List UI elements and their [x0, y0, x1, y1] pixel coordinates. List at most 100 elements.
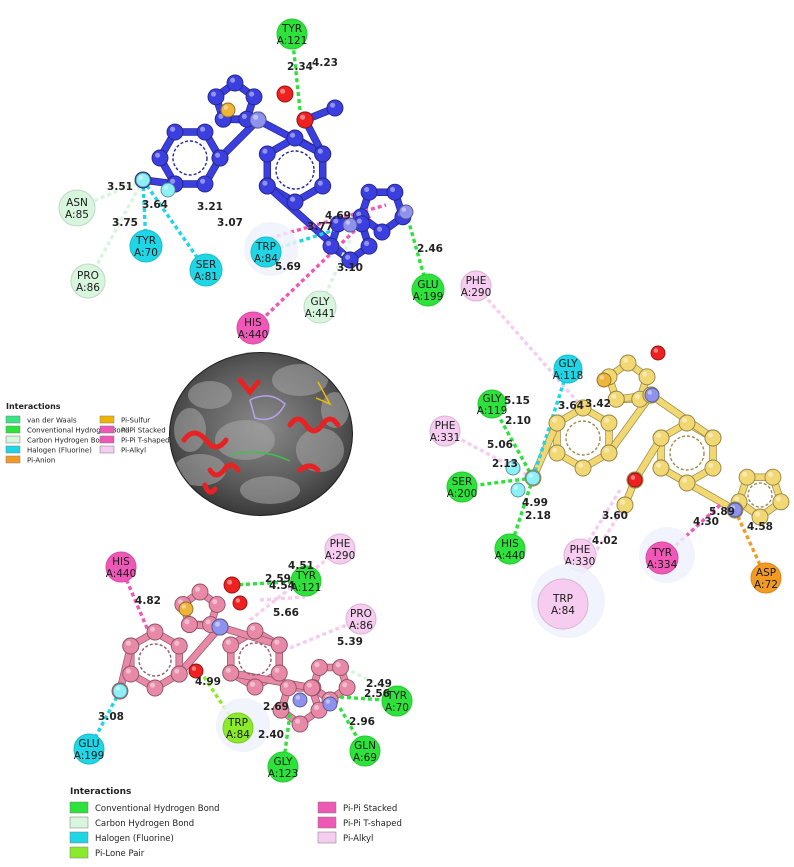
d2-residue-residue-name: HIS	[501, 538, 519, 550]
d1-residue-bubble	[411, 273, 445, 307]
blue-ligand-atom-highlight	[230, 77, 236, 83]
yellow-ligand-aromatic-ring	[747, 482, 773, 508]
d2-residue-residue-chain: A:331	[430, 432, 461, 444]
yellow-ligand-aromatic-ring	[565, 420, 601, 456]
legend-swatch	[99, 445, 115, 454]
yellow-ligand-atom-highlight	[682, 477, 688, 483]
blue-ligand-atom-highlight	[138, 175, 144, 180]
pink-ligand-atom	[322, 696, 338, 712]
distance-label: 3.42	[585, 398, 611, 410]
distance-label: 3.77	[307, 221, 333, 233]
yellow-ligand-atom-highlight	[775, 496, 782, 502]
d1-residue-residue-chain: A:441	[305, 308, 336, 320]
distance-label: 5.89	[709, 506, 735, 518]
d1-residue-residue-chain: A:85	[65, 209, 89, 221]
legend-label: Pi-Anion	[27, 457, 55, 465]
blue-ligand-atom-highlight	[200, 126, 206, 132]
blue-ligand-bond	[217, 117, 261, 161]
protein-surface-lobe	[296, 428, 344, 472]
d1-residue-bubble	[303, 290, 337, 324]
d2-residue-bubble	[645, 541, 679, 575]
ligand-pocket-outline	[249, 395, 286, 421]
d3-residue-residue-name: TYR	[386, 690, 407, 702]
distance-label: 4.99	[195, 676, 221, 688]
d2-residue-bubble	[494, 533, 526, 565]
blue-ligand-atom-highlight	[364, 186, 370, 192]
d2-interaction-line	[508, 477, 535, 550]
d1-interaction-line	[251, 214, 372, 330]
pink-ligand-atom-highlight	[227, 579, 233, 585]
pink-ligand-bond	[176, 624, 223, 677]
yellow-ligand-atom-highlight	[642, 371, 648, 377]
distance-label: 4.02	[592, 535, 618, 547]
legend-label: Carbon Hydrogen Bond	[27, 437, 109, 445]
blue-ligand-atom	[296, 111, 314, 129]
yellow-ligand-atom-highlight	[653, 348, 659, 353]
d2-residue-bubble	[537, 578, 589, 630]
yellow-ligand-atom-highlight	[552, 447, 558, 453]
pink-ligand-atom-highlight	[205, 619, 211, 625]
d3-residue-residue-name: GLN	[354, 740, 376, 752]
distance-label: 2.56	[364, 688, 390, 700]
ligand-atoms-layer	[111, 74, 790, 733]
legend-swatch	[99, 425, 115, 434]
blue-ligand-atom	[276, 85, 294, 103]
blue-ligand-atom-highlight	[211, 91, 217, 97]
residue-bubbles-layer: TYRA:121ASNA:85TYRA:70PROA:86SERA:81TRPA…	[58, 18, 782, 783]
yellow-ligand-atom-highlight	[767, 471, 774, 477]
blue-ligand-atom	[360, 237, 378, 255]
yellow-ligand-atom-highlight	[604, 417, 610, 423]
yellow-ligand-atom-highlight	[656, 462, 662, 468]
d1-residue-residue-name: HIS	[244, 317, 262, 329]
pink-ligand-atom	[232, 595, 248, 611]
d1-residue-residue-chain: A:81	[194, 271, 218, 283]
d3-residue-residue-chain: A:123	[268, 768, 299, 780]
distance-label: 3.75	[112, 217, 138, 229]
blue-ligand-atom	[258, 177, 276, 195]
yellow-ligand-atom	[596, 372, 612, 388]
pink-ligand-atom	[208, 595, 226, 613]
d2-residue-residue-name: ASP	[756, 567, 776, 579]
blue-ligand-atom	[166, 123, 184, 141]
d3-residue-residue-chain: A:121	[291, 582, 322, 594]
legend-bottom-label: Halogen (Fluorine)	[95, 834, 174, 844]
pink-ligand-atom	[146, 623, 164, 641]
distance-label: 3.60	[602, 510, 628, 522]
yellow-ligand-atom	[704, 429, 722, 447]
d3-residue-residue-name: GLY	[273, 756, 293, 768]
legend-bottom-swatch	[317, 816, 337, 829]
blue-ligand-atom-highlight	[170, 178, 176, 184]
yellow-ligand-atom-highlight	[708, 462, 714, 468]
d2-residue-residue-chain: A:290	[461, 287, 492, 299]
blue-ligand-atom-highlight	[290, 196, 296, 202]
blue-ligand-atom-highlight	[200, 178, 206, 184]
pink-ligand-atom-highlight	[306, 682, 312, 688]
distance-label: 2.59	[265, 573, 291, 585]
d1-residue-bubble	[236, 311, 270, 345]
legend-bottom-swatch	[69, 831, 89, 844]
d2-residue-residue-name: PHE	[435, 420, 456, 432]
distance-label: 4.30	[693, 516, 719, 528]
blue-ligand-atom	[314, 145, 332, 163]
blue-ligand-atom	[196, 175, 214, 193]
blue-ligand-atom	[398, 204, 414, 220]
pink-ligand-atom-highlight	[274, 667, 280, 673]
pink-ligand-atom-highlight	[195, 586, 201, 592]
d1-residue-residue-name: PRO	[77, 270, 99, 282]
d1-residue-bubble	[276, 18, 308, 50]
d2-residue-residue-chain: A:118	[553, 370, 584, 382]
legend-bottom-title: Interactions	[70, 787, 131, 797]
yellow-ligand-atom	[619, 354, 637, 372]
d3-residue-bubble	[267, 751, 299, 783]
pink-ligand-atom	[332, 658, 350, 676]
d1-residue-residue-name: SER	[196, 259, 217, 271]
d1-residue-bubble	[58, 189, 96, 227]
yellow-ligand-aromatic-ring	[669, 435, 705, 471]
